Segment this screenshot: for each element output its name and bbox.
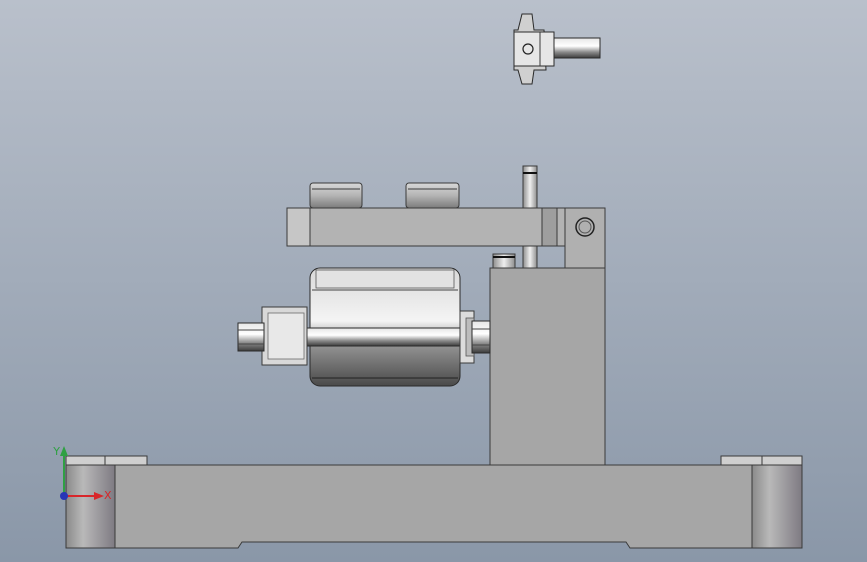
hinge-pin-hole	[575, 217, 595, 237]
left-foot-boss[interactable]	[65, 455, 148, 549]
z-axis-dot	[60, 492, 68, 500]
y-axis-label: Y	[52, 445, 60, 458]
wing-bolt-part[interactable]	[513, 13, 601, 85]
x-axis-label: X	[104, 489, 112, 502]
clamp-arm[interactable]	[286, 207, 566, 247]
roller-cylinder[interactable]	[309, 267, 461, 387]
locating-pin[interactable]	[492, 165, 538, 269]
clamp-pad-right[interactable]	[405, 182, 460, 209]
right-foot-boss[interactable]	[720, 455, 803, 549]
right-nut[interactable]	[471, 320, 491, 354]
left-nut[interactable]	[237, 322, 265, 352]
base-plate[interactable]	[65, 464, 803, 549]
upright-column[interactable]	[489, 207, 606, 466]
left-shaft-bracket[interactable]	[261, 306, 308, 366]
axis-triad: Y X	[52, 445, 112, 502]
right-shaft-bracket[interactable]	[459, 310, 475, 364]
clamp-pad-left[interactable]	[309, 182, 363, 209]
